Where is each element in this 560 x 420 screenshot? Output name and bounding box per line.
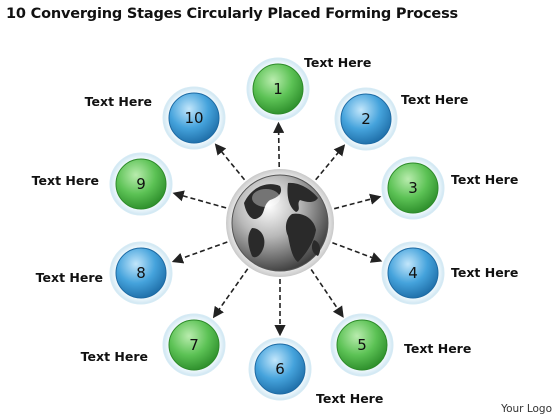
arrow-to-stage-5 xyxy=(310,269,344,318)
stage-circle xyxy=(336,319,388,371)
stage-node-4: 4 Text Here xyxy=(381,241,518,305)
arrow-to-stage-9 xyxy=(172,190,227,209)
stage-circle xyxy=(254,343,306,395)
stage-label: Text Here xyxy=(36,270,103,285)
stage-number: 10 xyxy=(184,109,203,127)
stage-label: Text Here xyxy=(316,391,383,406)
arrow-to-stage-3 xyxy=(333,193,382,210)
stage-node-2: 2 Text Here xyxy=(334,87,468,151)
stage-circle xyxy=(168,92,220,144)
stage-circle xyxy=(387,247,439,299)
stage-number: 7 xyxy=(189,336,199,354)
stage-label: Text Here xyxy=(404,341,471,356)
stage-number: 9 xyxy=(136,175,146,193)
stage-number: 2 xyxy=(361,110,371,128)
stage-number: 3 xyxy=(408,179,418,197)
stage-circle xyxy=(340,93,392,145)
stage-circle xyxy=(168,319,220,371)
stage-node-1: 1 Text Here xyxy=(246,55,371,121)
stage-node-9: 9 Text Here xyxy=(32,152,173,216)
arrow-to-stage-4 xyxy=(332,241,383,263)
stage-number: 1 xyxy=(273,80,283,98)
stage-number: 5 xyxy=(357,336,367,354)
stage-label: Text Here xyxy=(32,173,99,188)
stage-node-10: 10 Text Here xyxy=(85,86,226,150)
stage-circle xyxy=(387,162,439,214)
logo-text: Your Logo xyxy=(501,403,552,415)
stage-label: Text Here xyxy=(401,92,468,107)
globe-icon xyxy=(226,169,334,277)
stage-circle xyxy=(115,247,167,299)
stage-label: Text Here xyxy=(304,55,371,70)
arrow-to-stage-7 xyxy=(212,268,249,319)
stage-node-8: 8 Text Here xyxy=(36,241,173,305)
stage-label: Text Here xyxy=(451,265,518,280)
page-title: 10 Converging Stages Circularly Placed F… xyxy=(6,6,458,22)
stage-number: 8 xyxy=(136,264,146,282)
stage-label: Text Here xyxy=(451,172,518,187)
stage-circle xyxy=(252,63,304,115)
stage-node-3: 3 Text Here xyxy=(381,156,518,220)
stage-node-5: 5 Text Here xyxy=(330,313,471,377)
stage-label: Text Here xyxy=(81,349,148,364)
arrow-to-stage-1 xyxy=(273,121,285,168)
arrow-to-stage-2 xyxy=(315,144,346,181)
stage-circle xyxy=(115,158,167,210)
arrow-to-stage-10 xyxy=(214,143,246,181)
stage-label: Text Here xyxy=(85,94,152,109)
connector-arrows xyxy=(171,121,383,337)
stage-number: 6 xyxy=(275,360,285,378)
arrow-to-stage-8 xyxy=(171,241,228,264)
stage-number: 4 xyxy=(408,264,418,282)
